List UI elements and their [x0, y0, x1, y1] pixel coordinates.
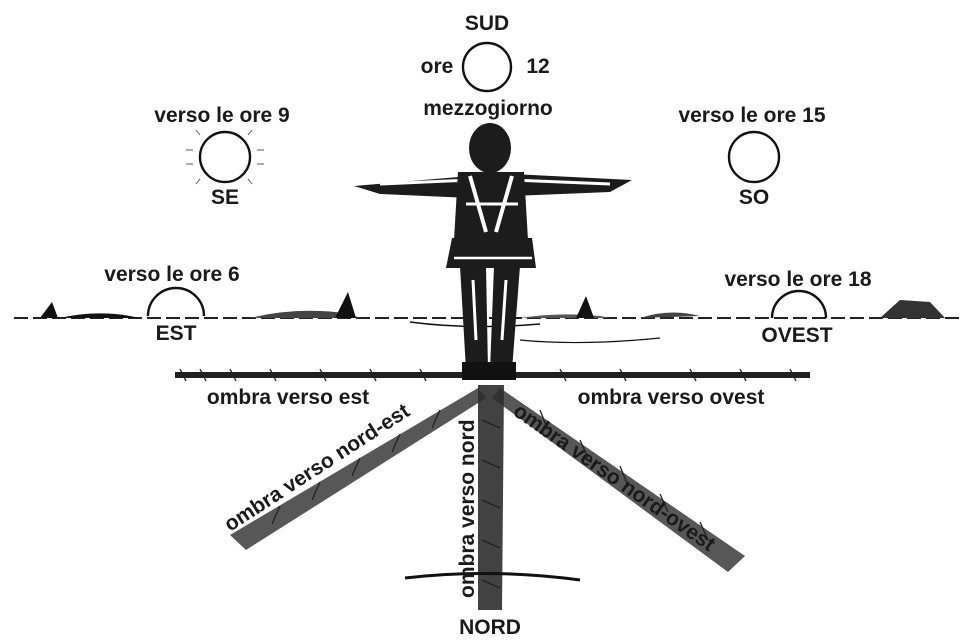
label-shadow-northeast: ombra verso nord-est	[220, 399, 414, 536]
person-head	[469, 123, 511, 173]
label-mezzogiorno: mezzogiorno	[423, 97, 553, 120]
rising-sun-icon	[146, 286, 206, 317]
label-hour-12: 12	[526, 55, 549, 78]
sun-rays-icon	[186, 129, 264, 185]
sun-18-setting	[770, 289, 828, 319]
sun-9-icon	[198, 130, 252, 184]
label-nord: NORD	[459, 616, 521, 639]
label-sud: SUD	[465, 12, 509, 35]
right-arm	[512, 174, 632, 196]
sun-9	[186, 129, 264, 185]
label-ore: ore	[421, 55, 454, 78]
label-shadow-west: ombra verso ovest	[578, 386, 765, 409]
torso	[454, 172, 528, 240]
sun-15-icon	[727, 130, 781, 184]
person-figure	[354, 123, 632, 380]
label-so: SO	[739, 186, 769, 209]
label-ovest: OVEST	[761, 324, 832, 347]
label-ore-18: verso le ore 18	[724, 268, 871, 291]
sun-noon	[461, 41, 513, 93]
right-leg	[490, 266, 520, 370]
setting-sun-icon	[770, 289, 828, 319]
shadow-rays	[230, 385, 745, 610]
sun-15	[727, 130, 781, 184]
label-ore-9: verso le ore 9	[154, 104, 289, 127]
label-shadow-north: ombra verso nord	[456, 419, 479, 598]
sun-6-rising	[146, 286, 206, 317]
label-ore-6: verso le ore 6	[104, 263, 239, 286]
label-se: SE	[211, 186, 239, 209]
label-est: EST	[156, 322, 197, 345]
horizon	[14, 292, 964, 344]
label-ore-15: verso le ore 15	[678, 104, 825, 127]
label-shadow-northwest: ombra verso nord-ovest	[509, 399, 719, 556]
label-shadow-east: ombra verso est	[207, 386, 369, 409]
sun-noon-icon	[461, 41, 513, 93]
